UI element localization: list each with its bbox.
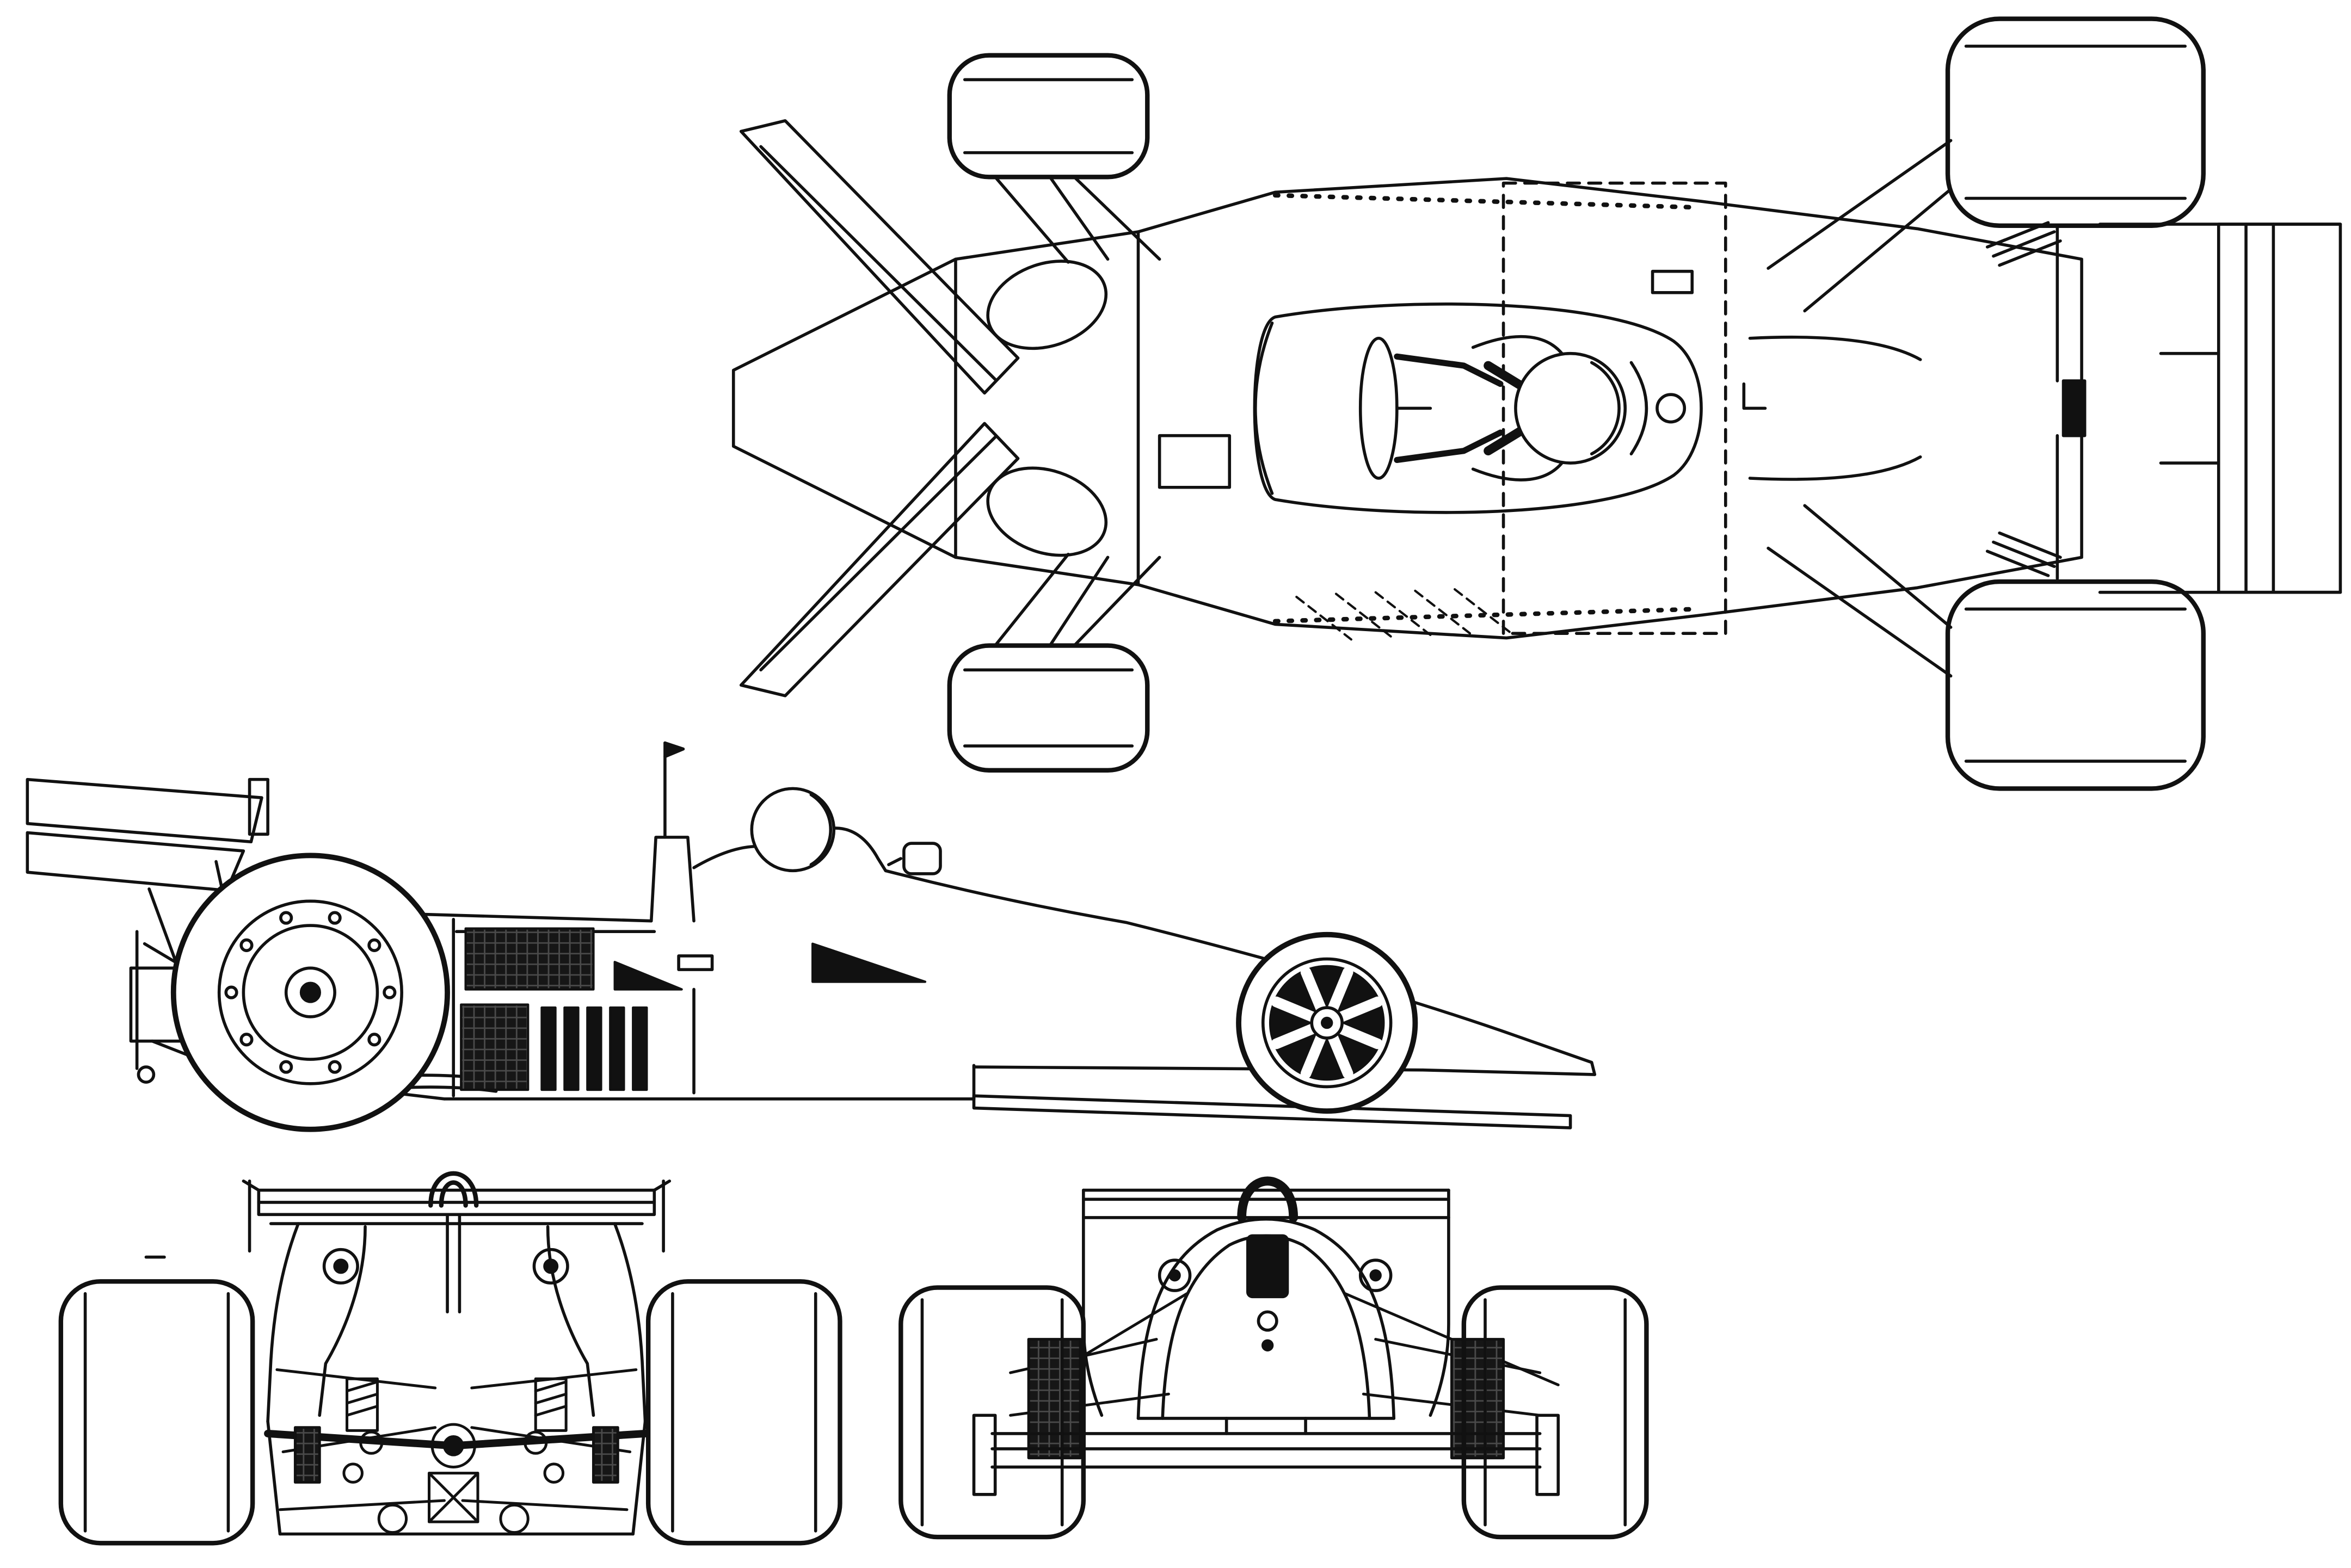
radiator-grille bbox=[1450, 1338, 1505, 1460]
driver-helmet-side bbox=[750, 787, 836, 873]
radiator-grille bbox=[1027, 1338, 1082, 1460]
wing-endplate bbox=[1535, 1413, 1560, 1496]
view-top bbox=[731, 16, 2342, 791]
front-wheel-plan-left bbox=[947, 53, 1150, 180]
exhaust-pipe bbox=[1748, 455, 1922, 481]
driver-arm-left bbox=[1394, 353, 1504, 387]
coil-spring bbox=[345, 1377, 379, 1432]
driver-helmet bbox=[1514, 351, 1627, 465]
radiator-grille bbox=[460, 1003, 530, 1091]
exhaust-outlet bbox=[377, 1503, 408, 1534]
wheel-spokes bbox=[1271, 967, 1383, 1079]
nose-side bbox=[884, 869, 1597, 1076]
mirror bbox=[902, 842, 942, 875]
rear-suspension-plan bbox=[1748, 139, 2087, 678]
engine-cover-dashed bbox=[1501, 181, 1727, 635]
front-cowl bbox=[1136, 1217, 1396, 1420]
helmet-visor bbox=[1590, 361, 1621, 456]
radiator-grille bbox=[464, 927, 595, 991]
steering-wheel bbox=[1358, 336, 1399, 480]
rear-wing-plan bbox=[2098, 223, 2342, 594]
front-wheel-frontview-right bbox=[1461, 1285, 1649, 1540]
view-rear bbox=[58, 1171, 842, 1546]
front-wheel-plan-right bbox=[947, 643, 1150, 773]
rear-wheel-rearview-right bbox=[645, 1279, 842, 1546]
naca-duct bbox=[811, 942, 927, 983]
front-suspension-plan bbox=[993, 175, 1161, 647]
rear-wheel-plan-right bbox=[1945, 579, 2206, 791]
headrest bbox=[1629, 361, 1648, 456]
brake-duct bbox=[293, 1426, 321, 1484]
cockpit-opening-dark bbox=[1246, 1234, 1289, 1299]
gearbox-end bbox=[2061, 379, 2087, 437]
windscreen-plan bbox=[1254, 321, 1274, 495]
bodywork-frontview bbox=[1082, 1216, 1450, 1420]
rear-wheel-side bbox=[170, 853, 450, 1132]
coil-spring bbox=[534, 1377, 568, 1432]
windscreen-side bbox=[834, 826, 888, 873]
body-side bbox=[364, 741, 1597, 1129]
rear-wing-behind bbox=[1082, 1188, 1450, 1219]
cockpit-plan bbox=[1253, 303, 1703, 514]
roll-hoop-side bbox=[649, 836, 696, 923]
view-side bbox=[26, 741, 1597, 1132]
rear-wheel-plan-left bbox=[1945, 16, 2206, 229]
chassis-plan bbox=[731, 177, 2083, 641]
front-wing-plan bbox=[739, 119, 1020, 697]
flank-hatching bbox=[1295, 588, 1511, 641]
roll-hoop-plan bbox=[1655, 393, 1687, 424]
rear-suspension-rearview bbox=[264, 1368, 649, 1534]
view-front bbox=[898, 1176, 1649, 1540]
splitter-wedge bbox=[972, 1094, 1572, 1129]
driver-figure bbox=[1358, 335, 1648, 481]
exhaust-outlet bbox=[499, 1503, 530, 1534]
brake-duct bbox=[592, 1426, 619, 1484]
roll-hoop-frontview bbox=[1237, 1176, 1298, 1223]
gearbox-rearview bbox=[427, 1472, 479, 1523]
front-suspension-frontview bbox=[1009, 1292, 1560, 1460]
front-wheel-side bbox=[1236, 931, 1418, 1114]
radiator-side bbox=[460, 927, 927, 1091]
helmet-visor bbox=[809, 793, 833, 866]
bodywork-rearview bbox=[144, 1222, 647, 1536]
wing-endplate bbox=[972, 1413, 997, 1496]
front-wheel-frontview-left bbox=[898, 1285, 1086, 1540]
vent-wedge bbox=[613, 961, 683, 991]
rear-wheel-rearview-left bbox=[58, 1279, 255, 1546]
driver-arm-right bbox=[1394, 429, 1504, 464]
roll-hoop-rearview bbox=[428, 1171, 479, 1208]
exhaust-pipe bbox=[1748, 335, 1922, 361]
rear-wing-rearview bbox=[242, 1179, 672, 1314]
